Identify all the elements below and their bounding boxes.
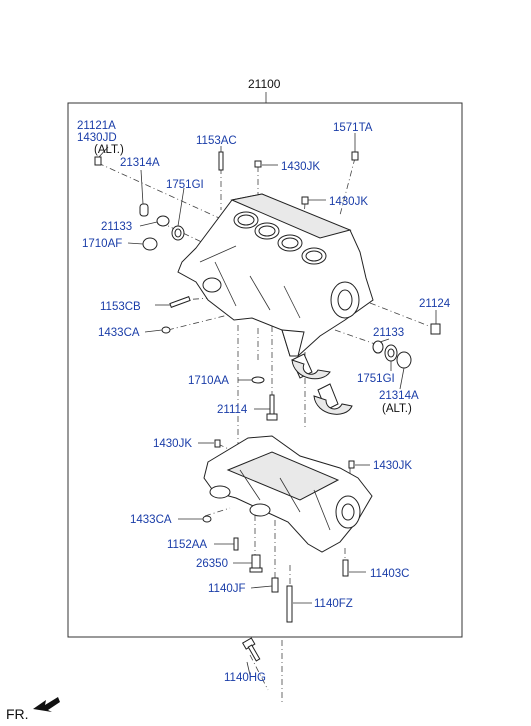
label-1433ca-top: 1433CA	[98, 327, 140, 339]
label-21124: 21124	[419, 298, 451, 310]
o-ring-1710af	[142, 237, 158, 251]
label-1430jk-b: 1430JK	[329, 196, 368, 208]
label-11403c: 11403C	[370, 568, 409, 580]
label-1710aa: 1710AA	[188, 375, 229, 387]
bolt-1140jf	[271, 577, 279, 593]
label-1140fz: 1140FZ	[314, 598, 353, 610]
label-alt-right: (ALT.)	[382, 403, 412, 415]
cylinder-block	[177, 193, 374, 357]
plug-21121a	[94, 156, 102, 166]
label-alt-top: (ALT.)	[94, 144, 124, 156]
plug-1430jk-a	[254, 160, 262, 168]
label-21314a-right: 21314A	[379, 390, 419, 402]
ball-1433ca-top	[161, 326, 171, 334]
plug-1571ta	[351, 151, 359, 161]
plug-21133-left	[156, 215, 170, 227]
front-arrow-icon	[33, 697, 60, 712]
label-1710af: 1710AF	[82, 238, 122, 250]
front-indicator: FR.	[6, 697, 60, 722]
assembly-frame	[67, 102, 463, 638]
bolt-11403c	[342, 559, 349, 577]
label-21133-right: 21133	[373, 327, 404, 339]
label-1430jk-c: 1430JK	[153, 438, 192, 450]
label-leaders	[98, 133, 437, 676]
label-21114: 21114	[217, 404, 248, 416]
lower-crankcase	[203, 435, 373, 553]
label-1153cb: 1153CB	[100, 301, 141, 313]
plug-26350	[251, 554, 261, 570]
front-label: FR.	[6, 706, 29, 722]
cup-plug-21314a-right	[396, 351, 412, 369]
dowel-1153cb	[169, 296, 191, 308]
dowel-1153ac	[218, 151, 224, 171]
main-part-label: 21100	[248, 77, 281, 91]
label-26350: 26350	[196, 558, 228, 570]
ball-1433ca-bottom	[202, 515, 212, 523]
plug-21124	[430, 323, 441, 335]
plug-1430jk-b	[301, 196, 309, 205]
bolt-21114	[269, 394, 275, 416]
small-parts	[94, 151, 441, 662]
label-1430jk-a: 1430JK	[281, 161, 320, 173]
bearing-caps	[291, 353, 353, 415]
label-1140hg: 1140HG	[224, 672, 266, 684]
bolt-1140fz	[286, 585, 293, 623]
label-1751gi-top: 1751GI	[166, 179, 204, 191]
label-1751gi-right: 1751GI	[357, 373, 395, 385]
label-21133-left: 21133	[101, 221, 132, 233]
plug-1430jk-d	[348, 460, 355, 469]
label-21314a-top: 21314A	[120, 157, 160, 169]
part-labels: 21121A 1430JD (ALT.) 21314A 1153AC 1430J…	[77, 120, 451, 684]
o-ring-1710aa	[251, 376, 265, 384]
cup-plug-21314a	[139, 203, 149, 217]
seal-21133-right	[372, 340, 384, 354]
label-1433ca-bottom: 1433CA	[130, 514, 172, 526]
label-1571ta: 1571TA	[333, 122, 373, 134]
plug-1430jk-c	[214, 439, 221, 448]
label-1430jd: 1430JD	[77, 132, 117, 144]
dowel-1152aa	[233, 537, 239, 551]
label-1140jf: 1140JF	[208, 583, 246, 595]
label-21121a: 21121A	[77, 120, 116, 132]
label-1153ac: 1153AC	[196, 135, 237, 147]
label-1430jk-d: 1430JK	[373, 460, 412, 472]
label-1152aa: 1152AA	[167, 539, 207, 551]
